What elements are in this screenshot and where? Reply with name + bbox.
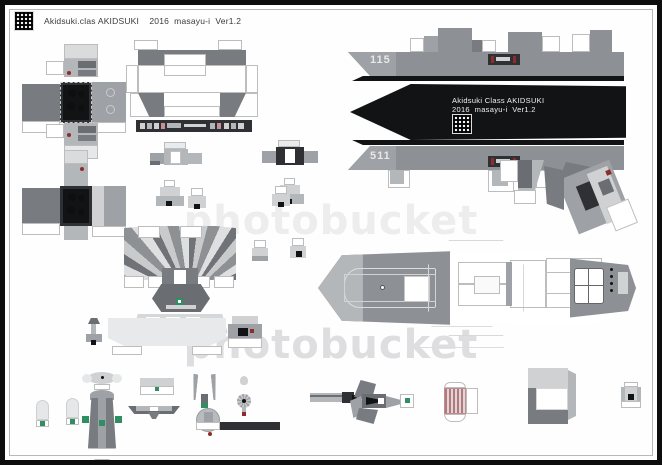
small-cylinder-part-1 [35,400,51,428]
stern-support-net [500,160,580,222]
small-tab-part-a [250,240,272,266]
qr-code-icon [14,11,34,31]
qr-code-icon [452,114,472,134]
hull-number-upper: 115 [370,54,391,66]
small-tab-part-c [186,188,210,216]
small-mast-part-left [80,318,108,348]
funnel-body-net [82,372,122,462]
small-block-net-1 [150,142,202,170]
hull-plate-line-1: Akidsuki Class AKIDSUKI [452,96,545,105]
bridge-wing-part [128,402,180,420]
small-tab-part-b [288,238,310,264]
small-fitting-net-part [618,382,646,412]
main-gun-turret-cross-net-lower [22,150,134,240]
striped-box-net-part [440,382,480,424]
hull-side-profile: 115 Akidsuki Class AKIDSUKI 2016 masayu-… [340,28,640,192]
crane-boom-part [196,408,282,440]
deck-plan-top-view [318,240,636,336]
small-cylinder-part-2 [65,398,81,426]
hull-number-lower: 511 [370,150,391,162]
helipad-panel-part [528,368,576,428]
small-dome-part [238,374,250,386]
small-tab-part-d [270,186,294,214]
sheet-title: Akidsuki.clas AKIDSUKI 2016 masayu-i Ver… [44,16,242,26]
hull-plate-line-2: 2016 masayu-i Ver1.2 [452,105,536,114]
hull-id-plate: Akidsuki Class AKIDSUKI 2016 masayu-i Ve… [452,96,602,134]
sheet-header: Akidsuki.clas AKIDSUKI 2016 masayu-i Ver… [14,11,241,31]
small-block-net-2 [262,140,318,170]
radar-disc-part [234,394,254,418]
hull-panel-net-lower-center [108,318,226,356]
bridge-superstructure-net [126,40,262,148]
missile-launcher-part [344,380,414,432]
main-gun-turret-cross-net-upper [22,44,134,162]
lattice-mast-part [192,374,218,410]
small-radar-box-net [226,316,266,352]
small-deck-plate-part [140,378,174,398]
small-block-net-3 [152,180,188,210]
faint-hull-outline-part [420,326,504,348]
torpedo-tube-part [310,390,358,406]
